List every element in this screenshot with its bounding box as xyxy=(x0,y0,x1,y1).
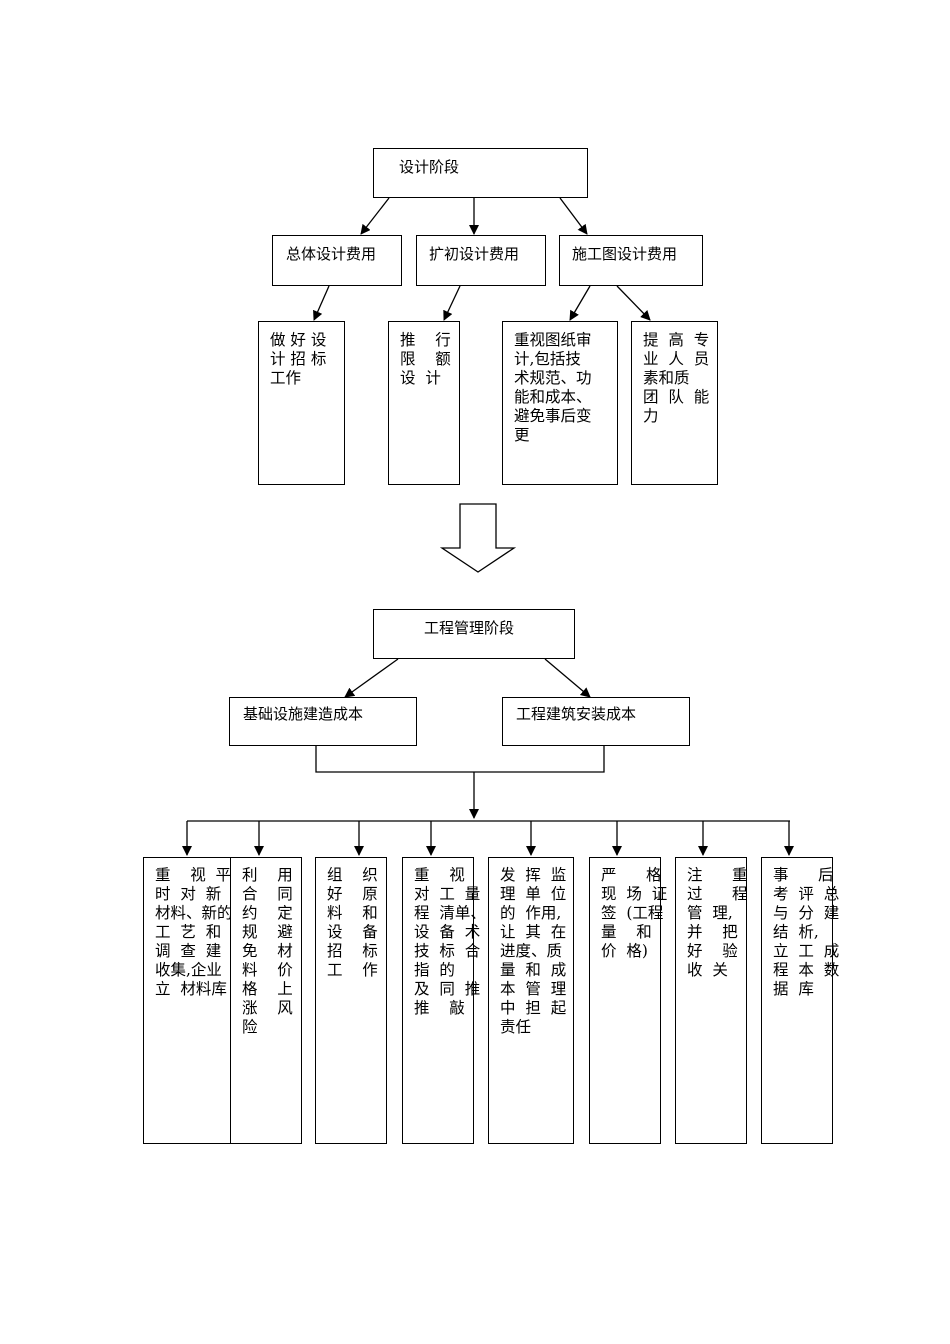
overall-design-cost-box: 总体设计费用 xyxy=(272,235,402,286)
management-stage-title: 工程管理阶段 xyxy=(424,619,515,637)
bill-of-quantities-text: 重 视 对 工 量 程 清单、 设 备 术 技 标 合 指 的 及 同 推 推 … xyxy=(414,866,486,1017)
management-stage-box: 工程管理阶段 xyxy=(373,609,575,659)
quota-design-box: 推 行 限 额 设 计 xyxy=(388,321,460,485)
site-visa-text: 严 格 现 场 证 签 (工程 量 和 价 格) xyxy=(601,866,668,960)
design-stage-box: 设计阶段 xyxy=(373,148,588,198)
installation-cost-label: 工程建筑安装成本 xyxy=(516,705,637,723)
preliminary-design-cost-label: 扩初设计费用 xyxy=(429,245,520,263)
stage-transition-arrow xyxy=(439,503,517,573)
arrow-overall-to-tender xyxy=(313,285,330,321)
design-stage-title: 设计阶段 xyxy=(399,158,460,176)
infrastructure-cost-box: 基础设施建造成本 xyxy=(229,697,417,746)
supervision-text: 发 挥 监 理 单 位 的 作用, 让 其 在 进度、质 量 和 成 本 管 理… xyxy=(500,866,567,1036)
process-acceptance-text: 注 重 过 程 管 理, 并 把 好 验 收 关 xyxy=(687,866,748,979)
process-acceptance-box: 注 重 过 程 管 理, 并 把 好 验 收 关 xyxy=(675,857,748,1144)
arrow-mgmt-to-installation xyxy=(544,658,591,698)
supervision-box: 发 挥 监 理 单 位 的 作用, 让 其 在 进度、质 量 和 成 本 管 理… xyxy=(488,857,574,1144)
contract-risk-box: 利 用 合 同 约 定 规 避 免 材 料 价 格 上 涨 风 险 xyxy=(230,857,302,1144)
infrastructure-cost-label: 基础设施建造成本 xyxy=(243,705,364,723)
quota-design-text: 推 行 限 额 设 计 xyxy=(400,331,451,387)
preliminary-design-cost-box: 扩初设计费用 xyxy=(416,235,546,286)
material-database-box: 重 视 平 时 对 新 材料、新的 工 艺 和 调 查 建 收集,企业 立 材料… xyxy=(143,857,233,1144)
construction-drawing-cost-label: 施工图设计费用 xyxy=(572,245,678,263)
arrow-preliminary-to-quota xyxy=(443,285,461,321)
arrow-mgmt-to-infrastructure xyxy=(344,658,399,698)
installation-cost-box: 工程建筑安装成本 xyxy=(502,697,690,746)
post-evaluation-text: 事 后 考 评 总 与 分 建 结 析, 立 工 成 程 本 数 据 库 xyxy=(773,866,840,998)
design-tender-text: 做 好 设 计 招 标 工作 xyxy=(270,331,327,387)
design-tender-box: 做 好 设 计 招 标 工作 xyxy=(258,321,345,485)
arrow-design-to-construction-drawing xyxy=(559,197,588,235)
material-database-text: 重 视 平 时 对 新 材料、新的 工 艺 和 调 查 建 收集,企业 立 材料… xyxy=(155,866,233,998)
arrow-design-to-overall xyxy=(360,197,390,235)
arrow-drawing-to-review xyxy=(569,285,591,321)
arrow-drawing-to-team xyxy=(616,285,651,321)
bill-of-quantities-box: 重 视 对 工 量 程 清单、 设 备 术 技 标 合 指 的 及 同 推 推 … xyxy=(402,857,486,1144)
drawing-review-box: 重视图纸审 计,包括技 术规范、功 能和成本、 避免事后变 更 xyxy=(502,321,618,485)
post-evaluation-box: 事 后 考 评 总 与 分 建 结 析, 立 工 成 程 本 数 据 库 xyxy=(761,857,839,1144)
overall-design-cost-label: 总体设计费用 xyxy=(286,245,377,263)
team-quality-text: 提 高 专 业 人 员 素和质 团 队 能 力 xyxy=(643,331,710,425)
material-tender-text: 组 织 好 原 料 和 设 备 招 标 工 作 xyxy=(327,866,378,979)
bracket-line xyxy=(315,746,605,773)
construction-drawing-cost-box: 施工图设计费用 xyxy=(559,235,703,286)
material-tender-box: 组 织 好 原 料 和 设 备 招 标 工 作 xyxy=(315,857,387,1144)
site-visa-box: 严 格 现 场 证 签 (工程 量 和 价 格) xyxy=(589,857,667,1144)
contract-risk-text: 利 用 合 同 约 定 规 避 免 材 料 价 格 上 涨 风 险 xyxy=(242,866,293,1036)
drawing-review-text: 重视图纸审 计,包括技 术规范、功 能和成本、 避免事后变 更 xyxy=(514,331,592,444)
team-quality-box: 提 高 专 业 人 员 素和质 团 队 能 力 xyxy=(631,321,718,485)
